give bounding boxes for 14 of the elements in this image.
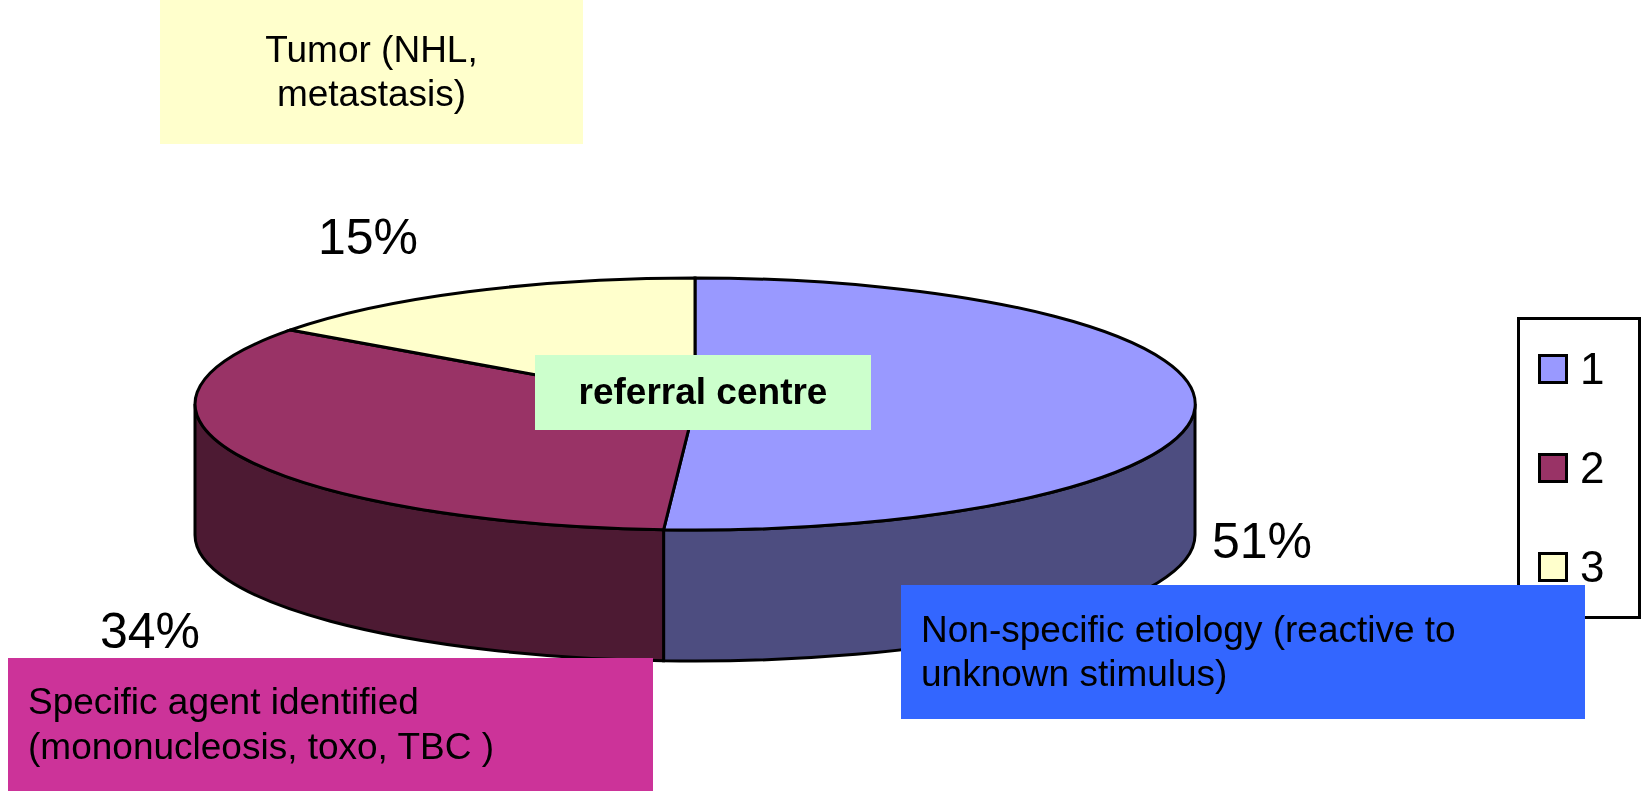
legend-text: 1 [1580,347,1605,392]
box-text: Tumor (NHL, metastasis) [264,27,479,116]
box-text: referral centre [578,370,828,415]
text-box [8,658,653,791]
legend-text: 3 [1580,544,1605,589]
percent-label: 15% [318,212,419,262]
box-text: Specific agent identified (mononucleosis, toxo, TBC ) [28,680,496,769]
box-text: Non-specific etiology (reactive to unknown stimulus) [921,607,1457,696]
text-box [901,585,1585,719]
percent-label: 34% [100,606,201,656]
text-box [535,355,871,430]
legend-text: 2 [1580,446,1605,490]
text-box [160,0,583,144]
percent-label: 51% [1212,516,1313,566]
